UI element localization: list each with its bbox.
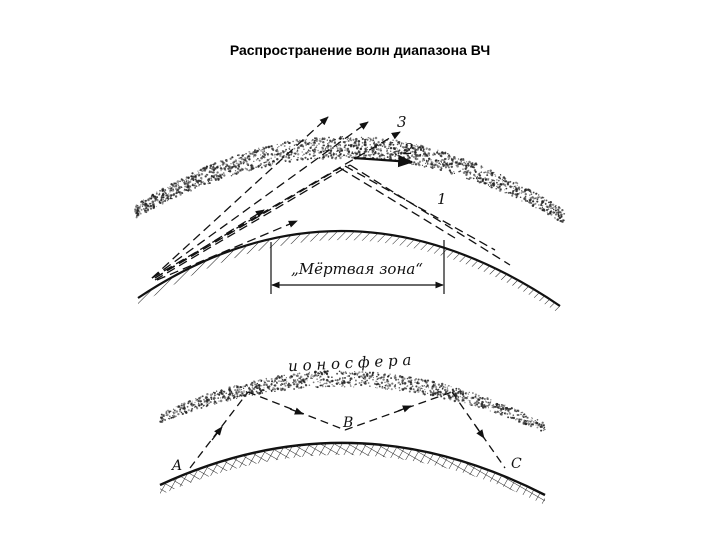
dead-zone-dimension: [270, 240, 445, 294]
top-rays: [151, 116, 511, 281]
ray-to-iono-2: [154, 164, 351, 281]
slide-title: Распространение волн диапазона ВЧ: [229, 42, 491, 58]
ray-to-iono-1: [154, 167, 341, 279]
point-label-b: B: [342, 415, 353, 431]
ray-escape-2: [151, 121, 369, 279]
ray-label-1: 1: [437, 190, 447, 208]
point-label-c: C: [511, 456, 522, 472]
top-ionosphere-band: [134, 135, 566, 223]
top-earth-hatching: [138, 230, 560, 314]
bottom-earth-hatching: [160, 442, 545, 505]
bottom-hop-arrows: [211, 405, 485, 441]
ionosphere-label: и о н о с ф е р а: [288, 351, 412, 375]
ray-2-along-ionosphere: [353, 154, 414, 168]
ray-reflected-2: [344, 165, 496, 251]
dead-zone-label: „Мёртвая зона“: [291, 260, 423, 278]
bottom-diagram: и о н о с ф е р а A B C: [159, 351, 546, 505]
ray-label-3: 3: [397, 113, 407, 131]
point-label-a: A: [170, 458, 182, 474]
ray-escape-3: [151, 131, 401, 279]
ray-reflected-3: [349, 164, 511, 266]
ray-escape-1: [151, 116, 329, 279]
bottom-ionosphere-band: [159, 370, 546, 432]
top-diagram: 3 2 1 „Мёртвая зона“: [134, 113, 566, 314]
ray-low-2: [156, 220, 298, 281]
ray-reflected-1: [339, 167, 456, 239]
ray-label-2: 2: [403, 140, 414, 158]
